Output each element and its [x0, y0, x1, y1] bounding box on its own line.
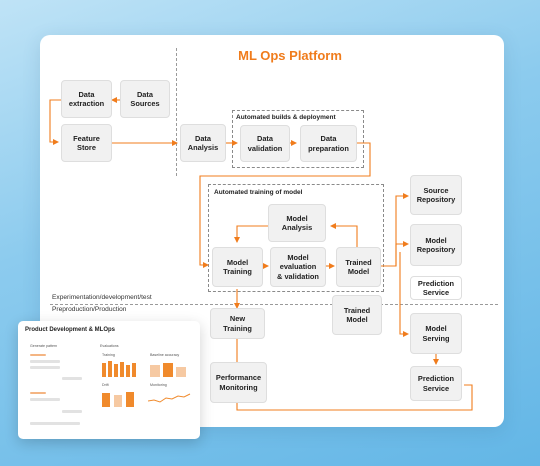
- inset-panel-left-label: Generate pattern: [30, 344, 58, 348]
- inset-line-chart: [148, 393, 191, 403]
- inset-bar: [132, 363, 136, 377]
- box-data-validation[interactable]: Data validation: [240, 125, 290, 162]
- group-automated-builds: [232, 110, 364, 168]
- inset-bar: [126, 392, 134, 407]
- inset-text-line: [30, 354, 46, 356]
- inset-bar: [114, 364, 118, 377]
- zone-divider-vertical: [176, 48, 177, 176]
- box-data-preparation[interactable]: Data preparation: [300, 125, 357, 162]
- group-label-automated-training: Automated training of model: [214, 189, 303, 196]
- inset-bar: [120, 362, 124, 377]
- inset-text-line: [62, 377, 82, 380]
- box-trained-model[interactable]: Trained Model: [336, 247, 381, 287]
- inset-bar: [114, 395, 122, 407]
- box-trained-model-lower[interactable]: Trained Model: [332, 295, 382, 335]
- box-model-evaluation[interactable]: Model evaluation & validation: [270, 247, 326, 287]
- box-feature-store[interactable]: Feature Store: [61, 124, 112, 162]
- inset-bar: [102, 393, 110, 407]
- box-model-training[interactable]: Model Training: [212, 247, 263, 287]
- inset-text-line: [62, 410, 82, 413]
- box-data-sources[interactable]: Data Sources: [120, 80, 170, 118]
- box-model-repository[interactable]: Model Repository: [410, 224, 462, 266]
- zone-label-preproduction: Preproduction/Production: [52, 306, 127, 313]
- inset-text-line: [30, 392, 46, 394]
- inset-bar: [126, 365, 130, 377]
- box-model-serving[interactable]: Model Serving: [410, 313, 462, 354]
- box-prediction-service-bottom[interactable]: Prediction Service: [410, 366, 462, 401]
- inset-text-line: [30, 366, 60, 369]
- inset-text-line: [30, 422, 80, 425]
- inset-bar: [163, 363, 173, 377]
- inset-panel-right-label: Evaluations: [100, 344, 119, 348]
- box-source-repository[interactable]: Source Repository: [410, 175, 462, 215]
- inset-chart-label-training: Training: [102, 353, 115, 357]
- inset-chart-label-drift: Drift: [102, 383, 109, 387]
- inset-bar: [102, 363, 106, 377]
- box-performance-monitoring[interactable]: Performance Monitoring: [210, 362, 267, 403]
- box-new-training[interactable]: New Training: [210, 308, 265, 339]
- inset-chart-label-monitoring: Monitoring: [150, 383, 167, 387]
- inset-bar: [176, 367, 186, 377]
- inset-text-line: [30, 360, 60, 363]
- inset-text-line: [30, 398, 60, 401]
- box-model-analysis[interactable]: Model Analysis: [268, 204, 326, 242]
- box-data-analysis[interactable]: Data Analysis: [180, 124, 226, 162]
- zone-label-experimentation: Experimentation/development/test: [52, 294, 152, 301]
- inset-bar: [108, 361, 112, 377]
- box-data-extraction[interactable]: Data extraction: [61, 80, 112, 118]
- diagram-title: ML Ops Platform: [238, 48, 342, 63]
- inset-chart-label-baseline: Baseline accuracy: [150, 353, 180, 357]
- inset-dashboard: Product Development & MLOps Generate pat…: [18, 321, 200, 439]
- zone-divider-horizontal: [50, 304, 498, 305]
- inset-bar: [150, 365, 160, 377]
- group-automated-training: [208, 184, 384, 292]
- box-prediction-service-top[interactable]: Prediction Service: [410, 276, 462, 300]
- inset-title: Product Development & MLOps: [25, 327, 116, 333]
- group-label-automated-builds: Automated builds & deployment: [236, 114, 336, 121]
